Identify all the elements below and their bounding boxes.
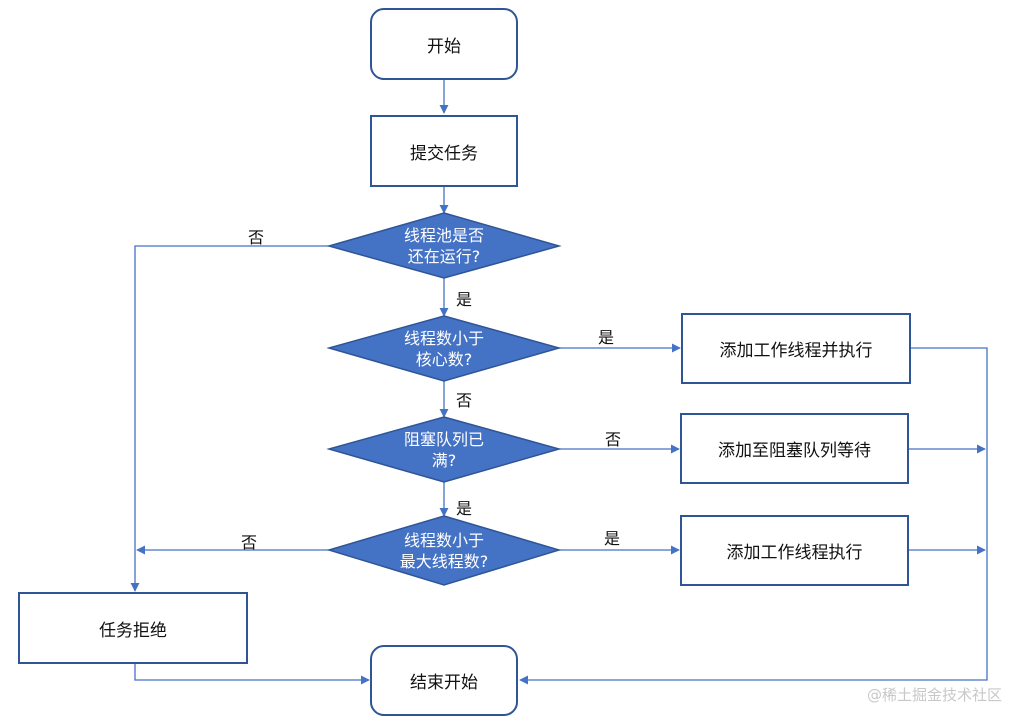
edge-add-worker-to-end (519, 347, 988, 685)
node-add-to-queue: 添加至阻塞队列等待 (680, 413, 909, 484)
node-submit-task-label: 提交任务 (410, 143, 478, 164)
node-end-label: 结束开始 (410, 673, 478, 693)
edge-running-no (130, 245, 329, 592)
node-add-worker-execute-label: 添加工作线程并执行 (719, 341, 873, 361)
edge-label-running-no: 否 (248, 228, 265, 247)
watermark-text: @稀土掘金技术社区 (866, 686, 1002, 704)
node-start: 开始 (370, 8, 518, 80)
node-reject-task-label: 任务拒绝 (99, 620, 167, 641)
edge-label-queue-yes: 是 (456, 499, 473, 518)
edge-label-core-yes: 是 (598, 328, 615, 347)
node-reject-task: 任务拒绝 (18, 592, 248, 664)
decision-lt-max-shape (326, 515, 562, 586)
edge-label-core-no: 否 (456, 391, 473, 410)
edge-reject-to-end (134, 664, 370, 685)
node-add-to-queue-label: 添加至阻塞队列等待 (718, 441, 871, 461)
node-end: 结束开始 (370, 645, 518, 716)
node-add-worker-execute: 添加工作线程并执行 (681, 313, 911, 384)
decision-queue-full-shape (326, 416, 562, 483)
edge-label-max-yes: 是 (604, 529, 621, 548)
decision-is-running-shape (326, 212, 562, 279)
node-submit-task: 提交任务 (370, 115, 518, 187)
node-add-worker-execute-2-label: 添加工作线程执行 (726, 543, 863, 563)
edge-label-queue-no: 否 (605, 430, 622, 449)
edge-label-running-yes: 是 (456, 290, 473, 309)
node-add-worker-execute-2: 添加工作线程执行 (680, 515, 909, 586)
node-start-label: 开始 (427, 36, 461, 57)
edge-label-max-no: 否 (241, 533, 258, 552)
decision-lt-core-shape (326, 315, 562, 382)
